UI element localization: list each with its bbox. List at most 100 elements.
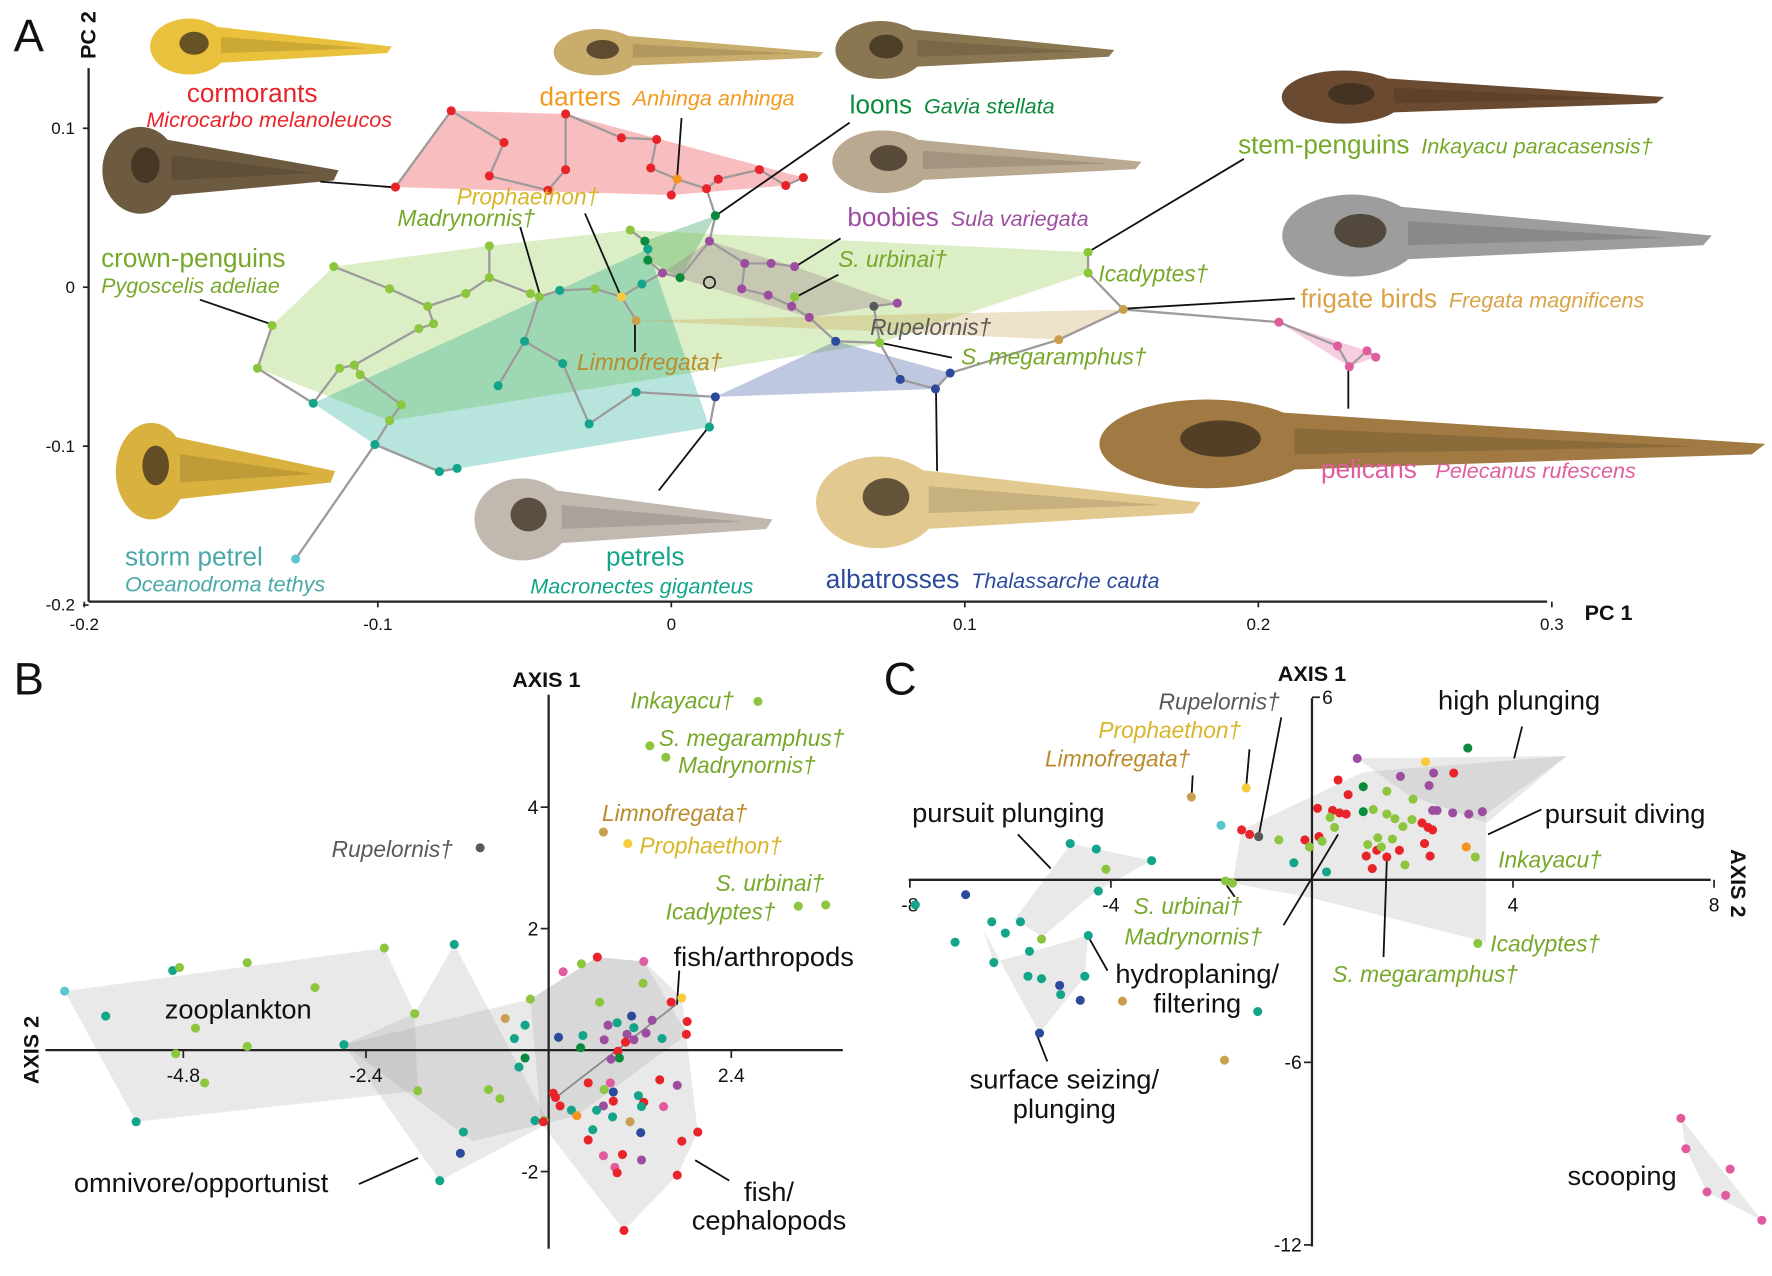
data-point bbox=[242, 958, 252, 968]
species-cormorant: Microcarbo melanoleucos bbox=[146, 107, 392, 132]
data-point bbox=[190, 1023, 201, 1033]
point-petrels bbox=[520, 336, 530, 346]
point-crown-penguins bbox=[267, 320, 277, 330]
phylogeny-branch bbox=[394, 110, 453, 188]
open-circle-marker bbox=[702, 275, 717, 289]
point-petrels bbox=[637, 279, 647, 289]
phylogeny-branch bbox=[1278, 321, 1339, 348]
data-point bbox=[1373, 833, 1383, 843]
phylogeny-branch bbox=[256, 324, 274, 369]
data-point bbox=[1228, 878, 1238, 888]
label-prophaethon: Prophaethon† bbox=[457, 183, 600, 209]
data-point bbox=[1341, 809, 1351, 819]
data-point bbox=[647, 1015, 657, 1025]
point-petrels bbox=[493, 381, 503, 391]
hull-boobies bbox=[662, 241, 898, 318]
x-tick-label: -4.8 bbox=[167, 1066, 200, 1087]
point-frigate-birds bbox=[1054, 335, 1064, 345]
data-point bbox=[458, 1127, 468, 1137]
point-cormorants bbox=[499, 138, 509, 148]
data-point bbox=[410, 1009, 420, 1019]
label-boobies: boobies Sula variegata bbox=[847, 202, 1088, 232]
darter-skull-image bbox=[553, 29, 824, 76]
data-point bbox=[1400, 860, 1410, 870]
data-point bbox=[645, 741, 655, 751]
panel-letter-a: A bbox=[14, 10, 45, 61]
loons-name: loons bbox=[850, 90, 912, 120]
point-frigate-birds bbox=[631, 316, 641, 326]
data-point bbox=[1725, 1164, 1735, 1174]
point-petrels bbox=[584, 419, 594, 429]
boobies-species: Sula variegata bbox=[951, 206, 1089, 231]
data-point bbox=[1376, 842, 1386, 852]
label-inkayacu: Inkayacu† bbox=[1498, 846, 1602, 872]
data-point bbox=[1382, 809, 1392, 819]
x-tick-label: 8 bbox=[1709, 896, 1720, 917]
pca-points bbox=[252, 106, 1381, 564]
data-point bbox=[168, 965, 178, 976]
data-point bbox=[1093, 886, 1103, 896]
data-point bbox=[483, 1085, 494, 1095]
hull-pelicans bbox=[1278, 322, 1376, 367]
point-crown-penguins bbox=[355, 370, 365, 380]
point-boobies bbox=[737, 284, 747, 294]
point-boobies bbox=[790, 262, 800, 272]
phylogeny-branch bbox=[649, 139, 658, 169]
label-s-megaramphus: S. megaramphus† bbox=[1332, 961, 1518, 987]
data-point bbox=[633, 1091, 643, 1101]
point-crown-penguins bbox=[384, 284, 395, 294]
data-point bbox=[1470, 852, 1480, 862]
data-point bbox=[520, 1053, 530, 1063]
data-point bbox=[578, 1030, 588, 1041]
label-rupelornis: Rupelornis† bbox=[870, 314, 992, 340]
point-Prophaethon bbox=[616, 292, 626, 302]
data-point bbox=[1407, 815, 1417, 825]
data-point bbox=[1220, 876, 1231, 886]
data-point bbox=[1075, 995, 1085, 1005]
point-petrels bbox=[434, 467, 444, 477]
point-pelicans bbox=[1371, 352, 1381, 362]
data-point bbox=[101, 1011, 111, 1021]
phylogeny-branch bbox=[621, 136, 657, 141]
phylogeny-branch bbox=[497, 340, 526, 387]
point-crown-penguins bbox=[1083, 268, 1093, 278]
label-loons: loons Gavia stellata bbox=[850, 90, 1055, 120]
label-pelicans: pelicans Pelecanus rufescens bbox=[1321, 454, 1636, 484]
point-loons bbox=[640, 236, 650, 246]
booby-skull-image bbox=[832, 130, 1142, 194]
point-Rupelornis bbox=[869, 301, 879, 311]
hull-petrels bbox=[313, 249, 710, 472]
pelicans-name: pelicans bbox=[1321, 454, 1417, 484]
hull-crown-penguins bbox=[257, 229, 1089, 421]
data-point bbox=[514, 1062, 524, 1072]
point-pelicans bbox=[1344, 362, 1354, 372]
pelican-skull-image bbox=[1099, 399, 1766, 489]
data-point bbox=[606, 1054, 616, 1064]
phylogeny-branch bbox=[1123, 308, 1279, 324]
data-point bbox=[1676, 1113, 1686, 1123]
phylogeny-branch bbox=[718, 168, 760, 181]
point-petrels bbox=[555, 285, 565, 295]
stem-penguins-species: Inkayacu paracasensis† bbox=[1421, 133, 1652, 158]
data-point bbox=[60, 986, 70, 996]
region-pursuit-plunging bbox=[1014, 843, 1152, 937]
data-point bbox=[1023, 971, 1033, 981]
data-point bbox=[672, 1080, 682, 1090]
species-petrel: Macronectes giganteus bbox=[530, 574, 753, 599]
region-surface-seizing- bbox=[983, 930, 1089, 1034]
data-point bbox=[1245, 829, 1255, 840]
point-crown-penguins bbox=[1083, 247, 1093, 257]
data-point bbox=[1463, 743, 1473, 753]
point-loons bbox=[675, 273, 685, 283]
point-cormorants bbox=[446, 106, 456, 116]
data-point bbox=[629, 1035, 639, 1045]
diet-points bbox=[60, 696, 831, 1236]
data-point bbox=[435, 1176, 445, 1186]
label-icadyptes: Icadyptes† bbox=[666, 899, 776, 925]
data-point bbox=[576, 1043, 586, 1053]
data-point bbox=[636, 1128, 646, 1138]
label-crown-penguins: crown-penguins bbox=[101, 243, 285, 273]
